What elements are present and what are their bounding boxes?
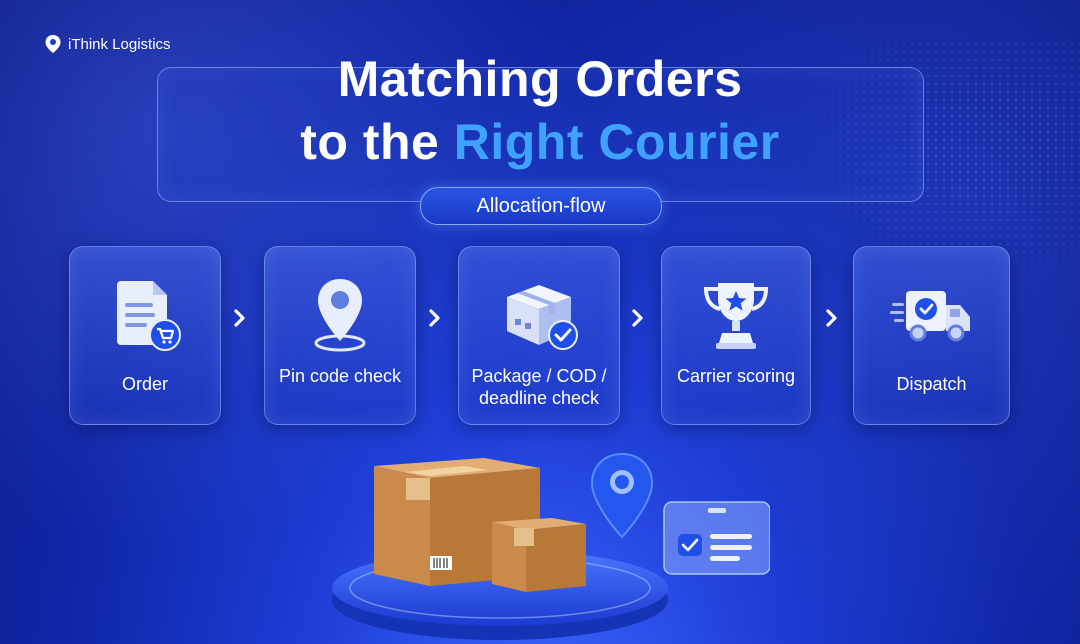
- headline-frame: [157, 67, 924, 202]
- headline-line-2: to the Right Courier: [0, 113, 1080, 171]
- flow-step-order: Order: [69, 246, 221, 425]
- box-check-icon: [507, 285, 578, 350]
- step-label: Order: [121, 374, 168, 394]
- step-label: Dispatch: [896, 374, 967, 394]
- headline-line-2-prefix: to the: [300, 114, 454, 170]
- location-pin-icon: [314, 279, 366, 352]
- chevron-right-icon: [826, 309, 837, 327]
- chevron-right-icon: [429, 309, 440, 327]
- brand-name: iThink Logistics: [68, 35, 171, 53]
- trophy-star-icon: [703, 283, 769, 349]
- step-label: Package / COD / deadline check: [471, 366, 607, 408]
- packages-on-platform-illustration: [332, 452, 770, 640]
- delivery-truck-icon: [889, 291, 970, 342]
- flow-step-carrier-scoring: Carrier scoring: [661, 246, 811, 425]
- allocation-flow-badge: Allocation-flow: [420, 187, 662, 225]
- chevron-right-icon: [234, 309, 245, 327]
- flow-step-pin-code-check: Pin code check: [264, 246, 416, 425]
- headline-line-1: Matching Orders: [337, 51, 743, 107]
- step-label: Carrier scoring: [676, 366, 796, 386]
- flow-step-dispatch: Dispatch: [853, 246, 1010, 425]
- location-pin-logo-icon: [45, 35, 61, 53]
- badge-label: Allocation-flow: [476, 194, 606, 217]
- flow-step-package-cod-deadline-check: Package / COD / deadline check: [458, 246, 620, 425]
- brand-logo: iThink Logistics: [44, 34, 171, 54]
- headline-accent: Right Courier: [453, 114, 780, 170]
- step-label: Pin code check: [278, 366, 402, 386]
- order-document-cart-icon: [117, 281, 181, 351]
- chevron-right-icon: [632, 309, 643, 327]
